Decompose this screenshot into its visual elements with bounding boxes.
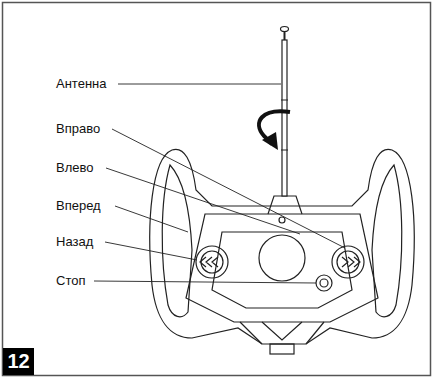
figure-number: 12 xyxy=(7,350,29,373)
part-label: Стоп xyxy=(56,274,85,287)
part-label: Вправо xyxy=(56,122,100,135)
part-label: Антенна xyxy=(56,77,106,90)
figure-number-box: 12 xyxy=(3,348,34,375)
part-label: Назад xyxy=(56,235,93,248)
rotate-arrow xyxy=(259,111,290,150)
frame xyxy=(3,3,431,376)
part-label: Вперед xyxy=(56,199,101,212)
part-label: Влево xyxy=(56,161,93,174)
leader-lines xyxy=(94,84,345,283)
